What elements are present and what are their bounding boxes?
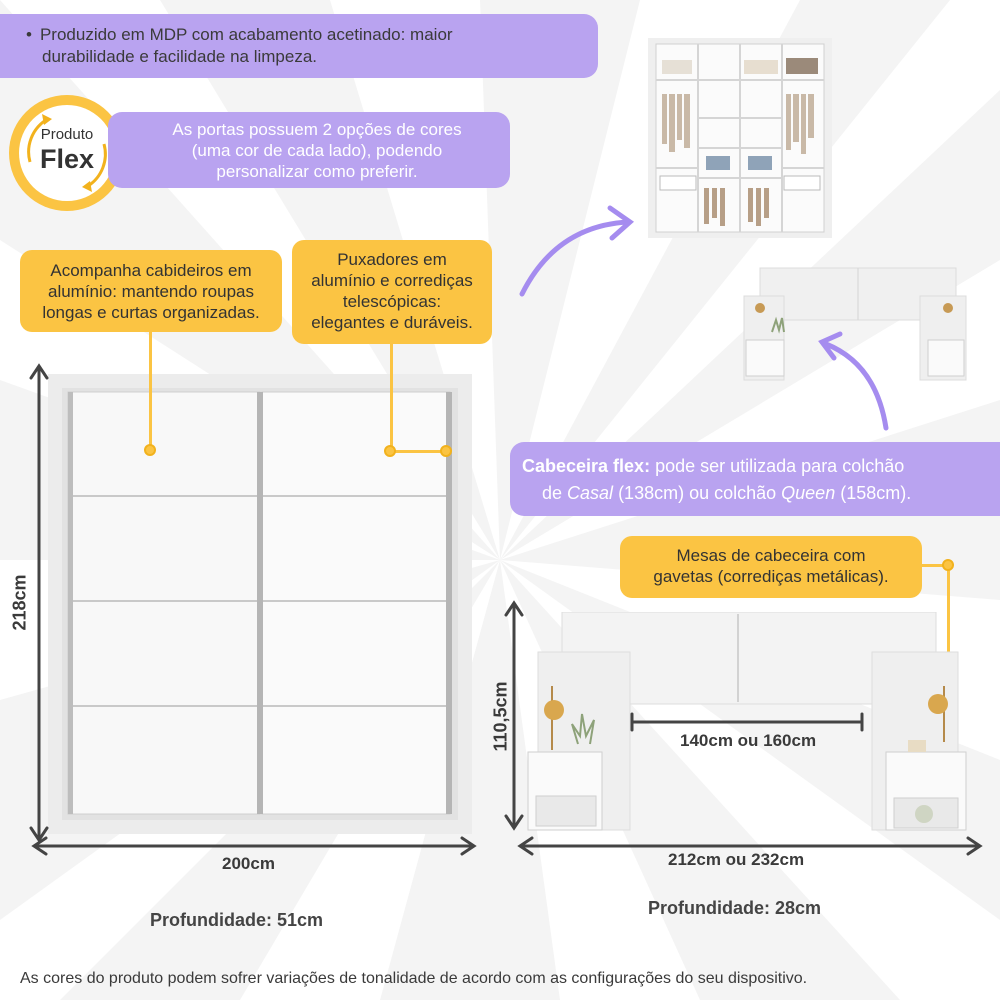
nightstand-note-line-2: gavetas (corrediças metálicas).: [653, 567, 889, 586]
top-feature-note: • Produzido em MDP com acabamento acetina…: [0, 14, 598, 78]
handles-note-line-4: elegantes e duráveis.: [311, 313, 473, 332]
doors-note-line-2: (uma cor de cada lado), podendo: [191, 141, 443, 160]
handles-connector-horizontal: [390, 450, 446, 453]
headboard-height-label: 110,5cm: [490, 681, 511, 752]
hangers-connector-line: [149, 332, 152, 450]
headboard-inner-width-label: 140cm ou 160cm: [680, 731, 817, 750]
headboard-flex-note: Cabeceira flex: pode ser utilizada para …: [510, 442, 1000, 516]
hangers-note: Acompanha cabideiros em alumínio: manten…: [20, 250, 282, 332]
doors-color-note: As portas possuem 2 opções de cores (uma…: [108, 112, 510, 188]
hangers-note-line-3: longas e curtas organizadas.: [42, 303, 260, 322]
handles-note: Puxadores em alumínio e corrediças teles…: [292, 240, 492, 344]
handles-connector-line: [390, 344, 393, 450]
top-note-line-1: Produzido em MDP com acabamento acetinad…: [39, 25, 453, 44]
hangers-note-line-2: alumínio: mantendo roupas: [47, 282, 255, 301]
headboard-width-label: 212cm ou 232cm: [668, 850, 805, 869]
produto-flex-badge: Produto Flex: [6, 92, 128, 214]
badge-word-flex: Flex: [39, 144, 95, 174]
handles-marker-dot-1: [384, 445, 396, 457]
hangers-note-line-1: Acompanha cabideiros em: [50, 261, 252, 280]
top-note-line-2: durabilidade e facilidade na limpeza.: [42, 47, 318, 66]
wardrobe-depth-label: Profundidade: 51cm: [150, 910, 324, 930]
bullet: •: [26, 25, 32, 44]
wardrobe-front-drawing: [48, 374, 472, 834]
headboard-thumbnail-photo: [742, 266, 968, 382]
doors-note-line-1: As portas possuem 2 opções de cores: [172, 120, 462, 139]
headboard-note-casal: Casal: [567, 483, 614, 503]
headboard-depth-label: Profundidade: 28cm: [648, 898, 822, 918]
headboard-front-drawing: [526, 611, 970, 832]
nightstand-connector-horizontal: [922, 564, 950, 567]
handles-note-line-1: Puxadores em: [337, 250, 447, 269]
wardrobe-width-label: 200cm: [222, 854, 275, 873]
wardrobe-height-label: 218cm: [9, 574, 30, 631]
nightstand-note: Mesas de cabeceira com gavetas (corrediç…: [620, 536, 922, 598]
headboard-note-bold: Cabeceira flex:: [522, 456, 651, 476]
color-disclaimer: As cores do produto podem sofrer variaçõ…: [20, 970, 808, 987]
headboard-note-line-2a: de: [542, 483, 568, 503]
handles-marker-dot-2: [440, 445, 452, 457]
headboard-note-queen: Queen: [781, 483, 836, 503]
headboard-note-line-2b: (138cm) ou colchão: [613, 483, 782, 503]
hangers-marker-dot: [144, 444, 156, 456]
headboard-note-line-2c: (158cm).: [835, 483, 912, 503]
wardrobe-interior-photo: [648, 38, 832, 238]
nightstand-note-line-1: Mesas de cabeceira com: [676, 546, 866, 565]
handles-note-line-3: telescópicas:: [342, 292, 442, 311]
nightstand-marker-dot-1: [942, 559, 954, 571]
headboard-note-line-1: pode ser utilizada para colchão: [650, 456, 905, 476]
badge-circle-icon: [9, 95, 125, 211]
badge-word-produto: Produto: [40, 126, 94, 143]
doors-note-line-3: personalizar como preferir.: [216, 162, 418, 181]
handles-note-line-2: alumínio e corrediças: [311, 271, 473, 290]
